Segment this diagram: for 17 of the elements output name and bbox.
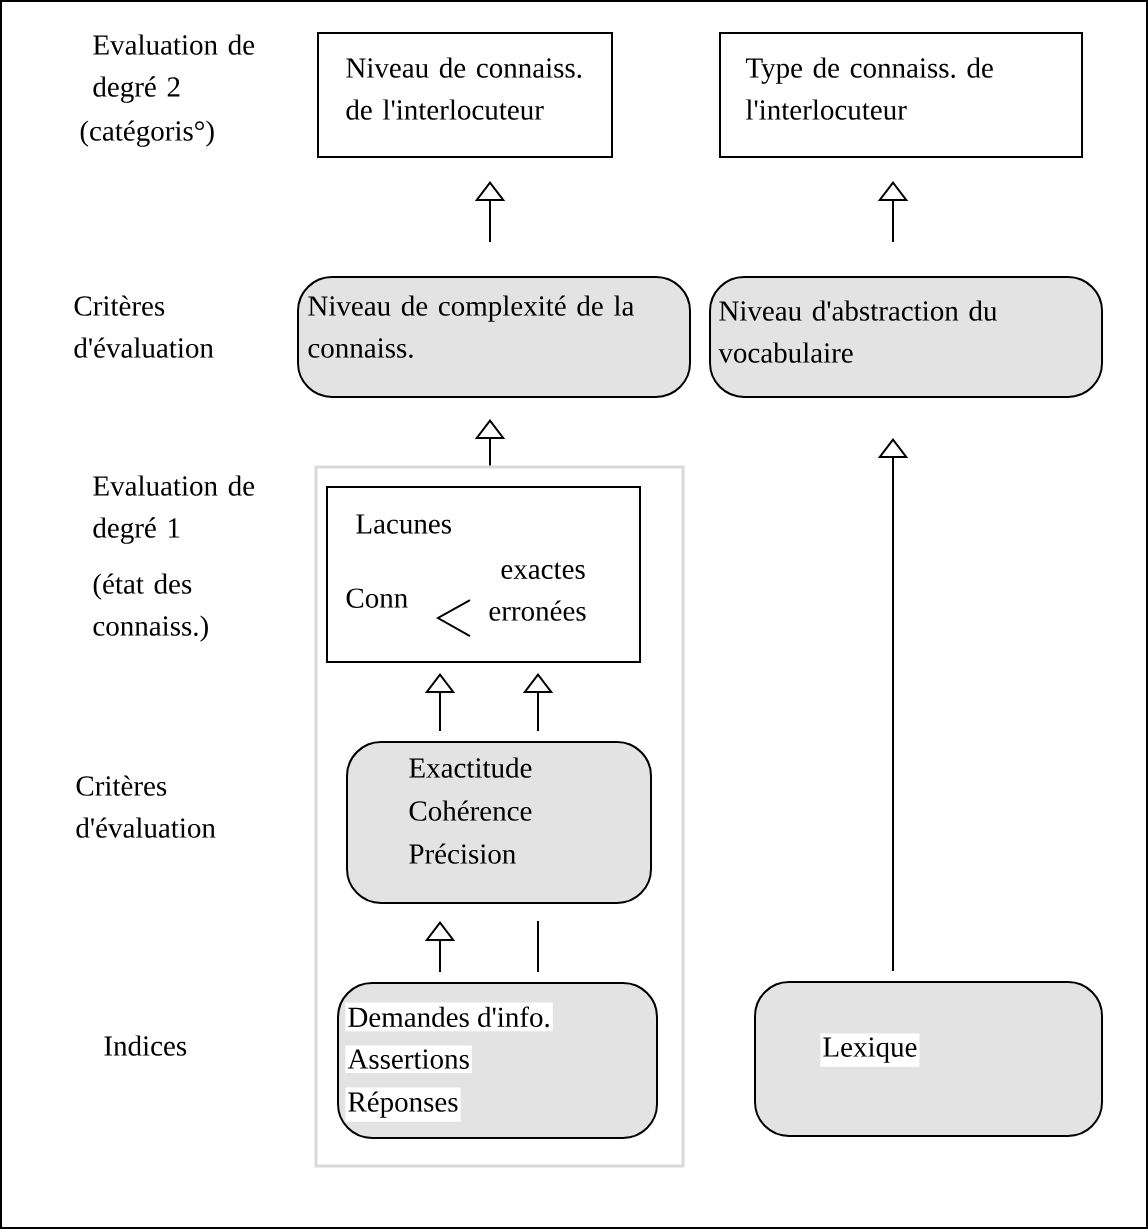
side-label: Evaluation de degré 2 bbox=[93, 34, 255, 103]
rounded-box: Niveau de complexité de la connaiss. bbox=[297, 276, 691, 398]
rounded-box: Exactitude Cohérence Précision bbox=[346, 741, 652, 904]
text-box: Lacunes Conn exactes erronées bbox=[326, 486, 641, 663]
rounded-box: Niveau d'abstraction du vocabulaire bbox=[709, 276, 1103, 398]
side-label: Critères d'évaluation bbox=[76, 775, 216, 838]
text-box: Type de connaiss. de l'interlocuteur bbox=[719, 32, 1083, 158]
text-box: Niveau de connaiss. de l'interlocuteur bbox=[317, 32, 613, 158]
side-label: (catégoris°) bbox=[80, 120, 214, 147]
side-label: Critères d'évaluation bbox=[74, 295, 214, 358]
side-label: Indices bbox=[104, 1035, 187, 1056]
group-frame bbox=[314, 465, 685, 1168]
side-label: Evaluation de degré 1 bbox=[93, 475, 255, 544]
connector-line bbox=[537, 920, 539, 973]
rounded-box: Lexique bbox=[754, 981, 1103, 1137]
side-label: (état des connaiss.) bbox=[93, 573, 208, 642]
rounded-box: Demandes d'info. Assertions Réponses bbox=[337, 982, 658, 1139]
